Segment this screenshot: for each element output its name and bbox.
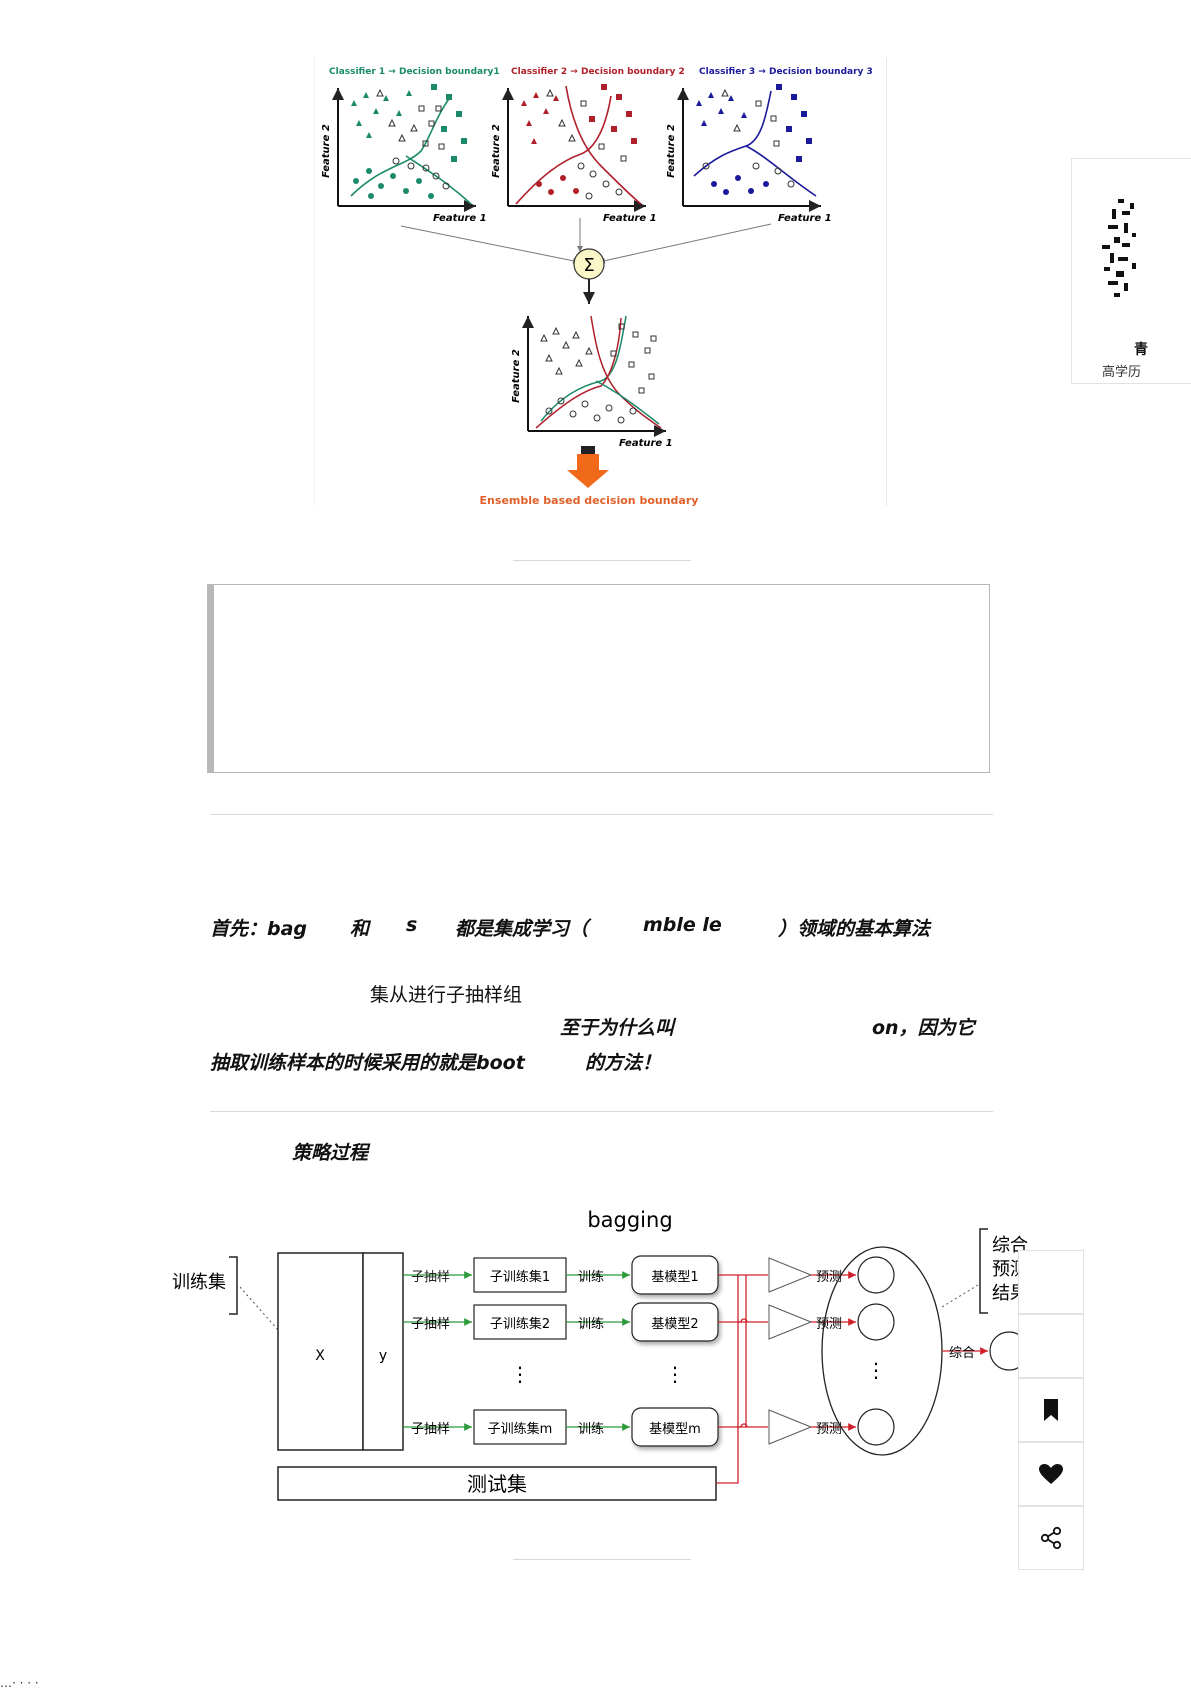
classifier-2-title: Classifier 2 → Decision boundary 2 bbox=[511, 67, 685, 77]
sum-symbol: Σ bbox=[583, 255, 594, 276]
text-fragment: ）领域的基本算法 bbox=[778, 918, 931, 940]
text-fragment: 和 bbox=[350, 918, 370, 940]
text-fragment: 集从进行子抽样组 bbox=[370, 984, 523, 1006]
ellipsis: ⋮ bbox=[866, 1358, 886, 1382]
test-set-label: 测试集 bbox=[467, 1472, 527, 1496]
result-xlabel: Feature 1 bbox=[619, 438, 673, 449]
sidebar-blank-tool[interactable] bbox=[1018, 1250, 1084, 1314]
bagging-row-m: 子抽样 子训练集m 训练 基模型m 预测 bbox=[403, 1407, 895, 1447]
sidebar-blank-tool[interactable] bbox=[1018, 1314, 1084, 1378]
text-fragment: mble le bbox=[643, 914, 722, 936]
subset-box-1 bbox=[473, 1257, 567, 1293]
y-label: y bbox=[379, 1348, 387, 1364]
subsample-label: 子抽样 bbox=[411, 1270, 450, 1285]
classifier-3-title: Classifier 3 → Decision boundary 3 bbox=[699, 67, 873, 77]
text-fragment: s bbox=[406, 914, 418, 936]
section-divider bbox=[210, 814, 993, 815]
qr-code-panel[interactable]: 青 高学历 bbox=[1071, 158, 1191, 384]
classifier-1-title: Classifier 1 → Decision boundary1 bbox=[329, 67, 500, 77]
section-divider bbox=[210, 1111, 993, 1112]
classifier-2-panel: Feature 2 Feature 1 bbox=[491, 84, 657, 224]
text-fragment: 都是集成学习（ bbox=[455, 918, 589, 940]
bagging-row-2: 子抽样 子训练集2 训练 基模型2 预测 bbox=[403, 1302, 895, 1342]
bookmark-button[interactable] bbox=[1018, 1378, 1084, 1442]
ensemble-result-panel: Feature 2 Feature 1 bbox=[511, 315, 673, 449]
panel-3-ylabel: Feature 2 bbox=[666, 124, 677, 178]
test-set-box bbox=[277, 1466, 717, 1501]
qr-caption: 高学历 bbox=[1102, 365, 1142, 380]
label-vector bbox=[362, 1252, 404, 1451]
base-model-label-1: 基模型1 bbox=[651, 1270, 698, 1285]
diagram-title: bagging bbox=[587, 1208, 672, 1232]
subset-box-2 bbox=[473, 1304, 567, 1340]
ellipsis: ⋮ bbox=[510, 1362, 530, 1386]
predictor-triangle bbox=[768, 1304, 813, 1340]
share-icon bbox=[1040, 1526, 1062, 1550]
panel-1-ylabel: Feature 2 bbox=[321, 124, 332, 178]
base-model-label-m: 基模型m bbox=[649, 1422, 701, 1437]
text-fragment: 的方法！ bbox=[585, 1052, 662, 1074]
image-divider bbox=[513, 560, 691, 561]
ensemble-caption: Ensemble based decision boundary bbox=[480, 494, 699, 506]
section-heading: 策略过程 bbox=[292, 1142, 369, 1164]
result-down-arrow bbox=[567, 454, 609, 488]
x-label: X bbox=[315, 1348, 325, 1364]
bagging-diagram: bagging 训练集 X y 测试集 子抽样 子训练集1 训练 基模型1 预测… bbox=[172, 1208, 1029, 1501]
footer-fragment: …· · · · bbox=[0, 1676, 39, 1690]
ensemble-figure: Classifier 1 → Decision boundary1 Classi… bbox=[321, 67, 873, 506]
classifier-1-panel: Feature 2 Feature 1 bbox=[321, 84, 487, 224]
qr-caption-bold: 青 bbox=[1134, 342, 1148, 358]
bagging-row-1: 子抽样 子训练集1 训练 基模型1 预测 bbox=[403, 1255, 895, 1295]
panel-2-ylabel: Feature 2 bbox=[491, 124, 502, 178]
like-button[interactable] bbox=[1018, 1442, 1084, 1506]
image-divider bbox=[513, 1559, 691, 1560]
bookmark-icon bbox=[1044, 1399, 1058, 1421]
train-label: 训练 bbox=[578, 1422, 604, 1437]
panel-3-xlabel: Feature 1 bbox=[778, 213, 832, 224]
classifier-3-panel: Feature 2 Feature 1 bbox=[666, 84, 832, 224]
combine-label: 综合 bbox=[949, 1346, 975, 1361]
predict-label: 预测 bbox=[816, 1422, 842, 1437]
prediction-node bbox=[857, 1256, 895, 1294]
predictor-triangle bbox=[768, 1257, 813, 1293]
text-fragment: 抽取训练样本的时候采用的就是boot bbox=[210, 1052, 525, 1074]
text-fragment: 至于为什么叫 bbox=[560, 1017, 675, 1039]
share-button[interactable] bbox=[1018, 1506, 1084, 1570]
text-fragment: 首先：bag bbox=[210, 918, 308, 940]
subset-label-2: 子训练集2 bbox=[490, 1316, 550, 1332]
text-fragment: on，因为它 bbox=[872, 1017, 975, 1039]
subset-box-m bbox=[473, 1409, 567, 1445]
result-ylabel: Feature 2 bbox=[511, 349, 522, 403]
qr-code-icon bbox=[1102, 199, 1136, 297]
train-label: 训练 bbox=[578, 1317, 604, 1332]
predict-label: 预测 bbox=[816, 1270, 842, 1285]
figure-edge bbox=[886, 58, 887, 506]
predictor-triangle bbox=[768, 1409, 813, 1445]
prediction-node bbox=[857, 1408, 895, 1446]
train-set-label: 训练集 bbox=[172, 1272, 226, 1293]
panel-1-xlabel: Feature 1 bbox=[433, 213, 487, 224]
subset-label-1: 子训练集1 bbox=[490, 1269, 550, 1285]
blockquote bbox=[207, 584, 990, 773]
subsample-label: 子抽样 bbox=[411, 1317, 450, 1332]
prediction-node bbox=[857, 1303, 895, 1341]
base-model-label-2: 基模型2 bbox=[651, 1317, 698, 1332]
subsample-label: 子抽样 bbox=[411, 1422, 450, 1437]
predict-label: 预测 bbox=[816, 1317, 842, 1332]
figure-edge bbox=[314, 58, 315, 506]
panel-2-xlabel: Feature 1 bbox=[603, 213, 657, 224]
heart-icon bbox=[1039, 1464, 1063, 1484]
train-label: 训练 bbox=[578, 1270, 604, 1285]
subset-label-m: 子训练集m bbox=[488, 1421, 553, 1437]
ellipsis: ⋮ bbox=[665, 1362, 685, 1386]
